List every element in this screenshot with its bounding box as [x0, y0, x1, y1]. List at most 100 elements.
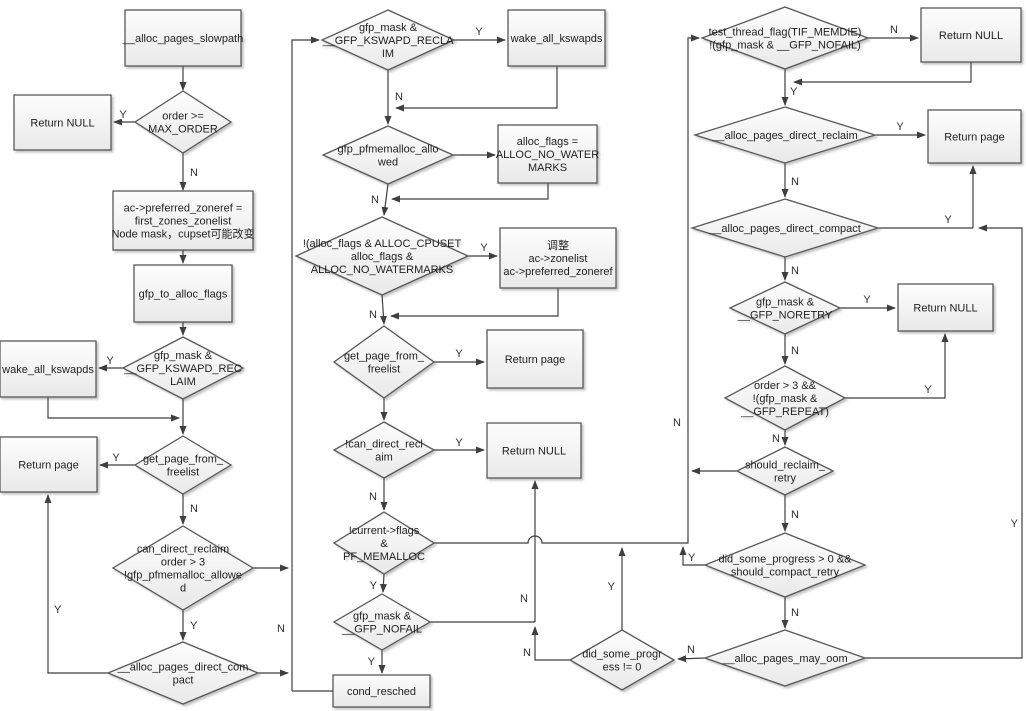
decision-current-flags-pf-memalloc-label: !current->flags&PF_MEMALLOC	[343, 525, 425, 563]
node-alloc-no-watermarks-shape	[497, 124, 598, 184]
decision-order-ge-max-order-label: order >=MAX_ORDER	[148, 111, 218, 136]
node-return-page-mid: Return page	[486, 329, 584, 389]
node-cond-resched-shape	[332, 674, 431, 708]
branch-label-y-noretry: Y	[863, 294, 871, 306]
edge-pf-memalloc-to-nofail	[379, 573, 387, 593]
decision-did-some-progress-shape	[568, 629, 676, 691]
branch-label-y-direct-reclaim: Y	[896, 121, 904, 133]
decision-alloc-pages-direct-reclaim: __alloc_pages_direct_reclaim	[692, 106, 878, 164]
node-alloc-pages-slowpath: __alloc_pages_slowpath	[122, 9, 243, 67]
decision-alloc-pages-direct-compact-left-shape	[106, 641, 260, 705]
node-return-page-right: Return page	[927, 109, 1022, 164]
branch-label-n-order-max: N	[190, 167, 198, 179]
node-return-null-right: Return NULL	[897, 283, 994, 332]
branch-label-y-kswapd-m: Y	[475, 26, 483, 38]
edge-progress-to-return-null-m	[531, 626, 570, 661]
node-return-null-mid: Return NULL	[486, 422, 582, 479]
node-cond-resched: cond_resched	[332, 674, 431, 708]
decision-alloc-flags-cpuset-shape	[294, 216, 470, 296]
decision-should-reclaim-retry-label: should_reclaim_retry	[745, 460, 826, 485]
node-alloc-pages-slowpath-shape	[124, 9, 242, 67]
decision-can-direct-reclaim-shape	[111, 525, 255, 611]
decision-get-page-from-freelist-mid-label: get_page_from_freelist	[344, 351, 425, 376]
decision-alloc-pages-may-oom: __alloc_pages_may_oom	[703, 629, 867, 687]
branch-label-n-kswapd-m: N	[395, 91, 403, 103]
node-wake-all-kswapds-left-shape	[0, 340, 97, 398]
node-return-null-top-left-shape	[13, 94, 112, 151]
node-return-page-right-shape	[927, 109, 1022, 164]
branch-label-n-not-reclaim: N	[369, 491, 377, 503]
branch-label-n-noretry: N	[791, 345, 799, 357]
decision-alloc-pages-may-oom-shape	[703, 629, 867, 687]
node-return-page-left-shape	[0, 436, 98, 493]
branch-label-n-freelist-l: N	[190, 503, 198, 515]
node-cond-resched-label: cond_resched	[347, 686, 416, 698]
edge-no-watermarks-to-cpuset	[391, 183, 549, 203]
decision-get-page-from-freelist-left-shape	[133, 435, 233, 495]
decision-get-page-from-freelist-left: get_page_from_freelist	[133, 435, 233, 495]
decision-alloc-pages-direct-compact-right-shape	[689, 198, 881, 258]
branch-label-y-progress: Y	[608, 581, 616, 593]
node-alloc-pages-slowpath-label: __alloc_pages_slowpath	[122, 33, 243, 45]
decision-not-can-direct-reclaim-shape	[332, 421, 436, 479]
branch-label-n-cpuset: N	[369, 309, 377, 321]
node-wake-all-kswapds-left: wake_all_kswapds	[0, 340, 97, 398]
decision-alloc-pages-direct-reclaim-label: __alloc_pages_direct_reclaim	[711, 130, 858, 142]
node-return-null-mid-shape	[486, 422, 582, 479]
branch-label-n-reclaim-retry: N	[791, 509, 799, 521]
node-gfp-to-alloc-flags-shape	[133, 264, 233, 323]
edge-wake-kswapds-m-to-pfmemalloc	[395, 66, 558, 112]
decision-gfp-pfmemalloc-allowed-shape	[321, 125, 455, 185]
node-preferred-zoneref-label: ac->preferred_zoneref =first_zones_zonel…	[111, 203, 254, 241]
node-return-page-right-label: Return page	[944, 132, 1005, 144]
node-return-null-right-label: Return NULL	[913, 303, 977, 315]
decision-should-reclaim-retry: should_reclaim_retry	[735, 446, 835, 496]
edges-layer	[44, 34, 1023, 692]
branch-label-y-can-direct-reclaim: Y	[190, 620, 198, 632]
branch-label-y-compact-l: Y	[54, 604, 62, 616]
decision-should-compact-retry-shape	[703, 532, 867, 598]
decision-gfp-noretry-label: gfp_mask &__GFP_NORETRY	[737, 297, 833, 322]
decision-alloc-pages-may-oom-label: __alloc_pages_may_oom	[721, 653, 847, 665]
edge-pfmemalloc-to-cpuset	[381, 183, 389, 216]
decision-get-page-from-freelist-mid-shape	[332, 325, 436, 399]
node-return-null-mid-label: Return NULL	[502, 446, 566, 458]
edge-compact-l-to-return-page-l	[44, 494, 108, 674]
branch-label-y-nofail: Y	[368, 656, 376, 668]
decision-should-compact-retry-label: did_some_progress > 0 &&should_compact_r…	[719, 554, 853, 579]
branch-label-n-compact-r: N	[791, 265, 799, 277]
branch-label-y-pf-memalloc: Y	[370, 580, 378, 592]
node-preferred-zoneref-shape	[112, 190, 254, 251]
node-wake-all-kswapds-mid-label: wake_all_kswapds	[510, 33, 603, 45]
decision-order-ge-max-order: order >=MAX_ORDER	[133, 90, 233, 154]
decision-gfp-nofail: gfp_mask &__GFP_NOFAIL	[332, 593, 432, 651]
decision-alloc-pages-direct-compact-right: __alloc_pages_direct_compact	[689, 198, 881, 258]
decision-alloc-pages-direct-compact-right-label: __alloc_pages_direct_compact	[708, 223, 861, 235]
branch-label-y-compact-r-junction: Y	[944, 214, 952, 226]
node-wake-all-kswapds-mid: wake_all_kswapds	[507, 9, 606, 67]
decision-gfp-nofail-label: gfp_mask &__GFP_NOFAIL	[341, 611, 422, 636]
branch-label-n-pf-memalloc: N	[673, 417, 681, 429]
node-return-null-right-shape	[897, 283, 994, 332]
branch-label-y-order3-repeat: Y	[924, 384, 932, 396]
decision-gfp-nofail-shape	[332, 593, 432, 651]
branch-label-n-pfmemalloc: N	[371, 194, 379, 206]
node-return-null-top-right-label: Return NULL	[939, 30, 1003, 42]
branch-label-n-progress: N	[523, 647, 531, 659]
decision-order-gt3-not-repeat-label: order > 3 &&!(gfp_mask &__GFP_REPEAT)	[740, 380, 829, 418]
branch-label-n-compact-retry: N	[791, 607, 799, 619]
